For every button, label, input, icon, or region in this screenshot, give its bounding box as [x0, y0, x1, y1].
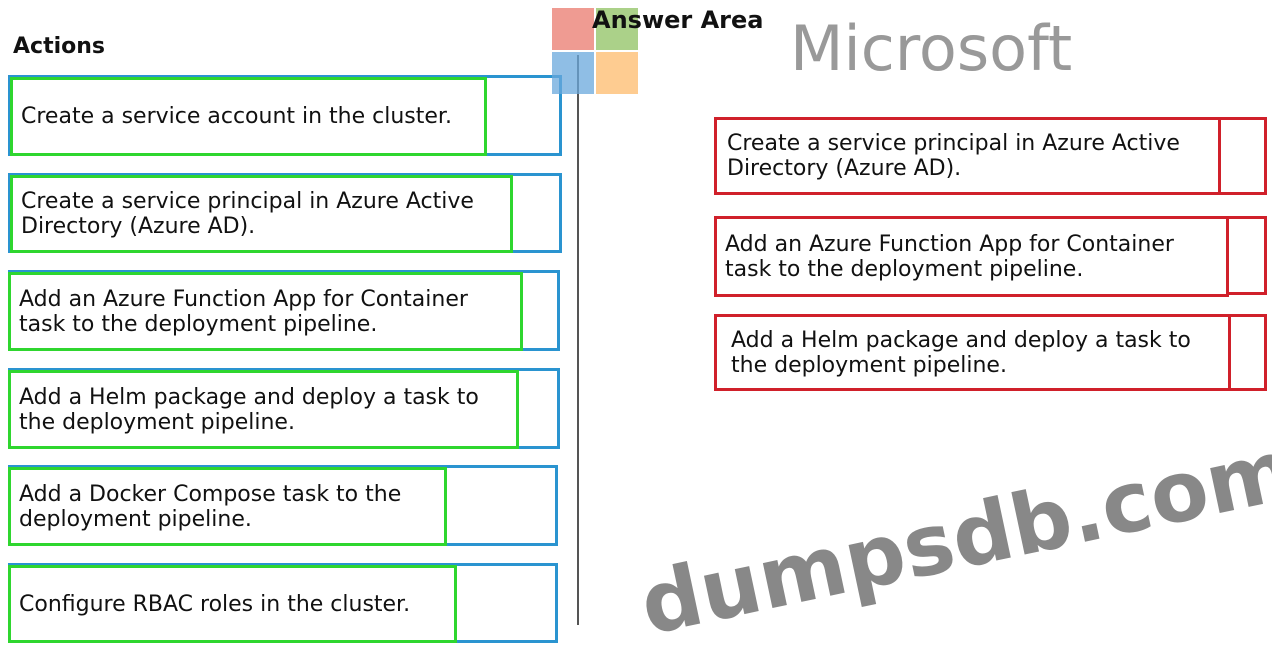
action-item-label[interactable]: Add an Azure Function App for Container …: [8, 272, 523, 351]
microsoft-logo-text: Microsoft: [790, 12, 1073, 85]
action-item-label[interactable]: Create a service principal in Azure Acti…: [10, 175, 513, 253]
answer-area-heading: Answer Area: [592, 6, 764, 34]
actions-heading: Actions: [13, 34, 105, 59]
answer-item[interactable]: Add a Helm package and deploy a task to …: [714, 314, 1231, 391]
answer-item[interactable]: Add an Azure Function App for Container …: [714, 216, 1229, 297]
divider: [577, 55, 579, 625]
action-item-label[interactable]: Add a Docker Compose task to the deploym…: [8, 467, 447, 546]
action-item-label[interactable]: Add a Helm package and deploy a task to …: [8, 370, 519, 449]
watermark: dumpsdb.com: [632, 419, 1272, 654]
action-item-label[interactable]: Configure RBAC roles in the cluster.: [8, 565, 457, 643]
answer-item[interactable]: Create a service principal in Azure Acti…: [714, 117, 1221, 195]
action-item-label[interactable]: Create a service account in the cluster.: [10, 77, 487, 156]
